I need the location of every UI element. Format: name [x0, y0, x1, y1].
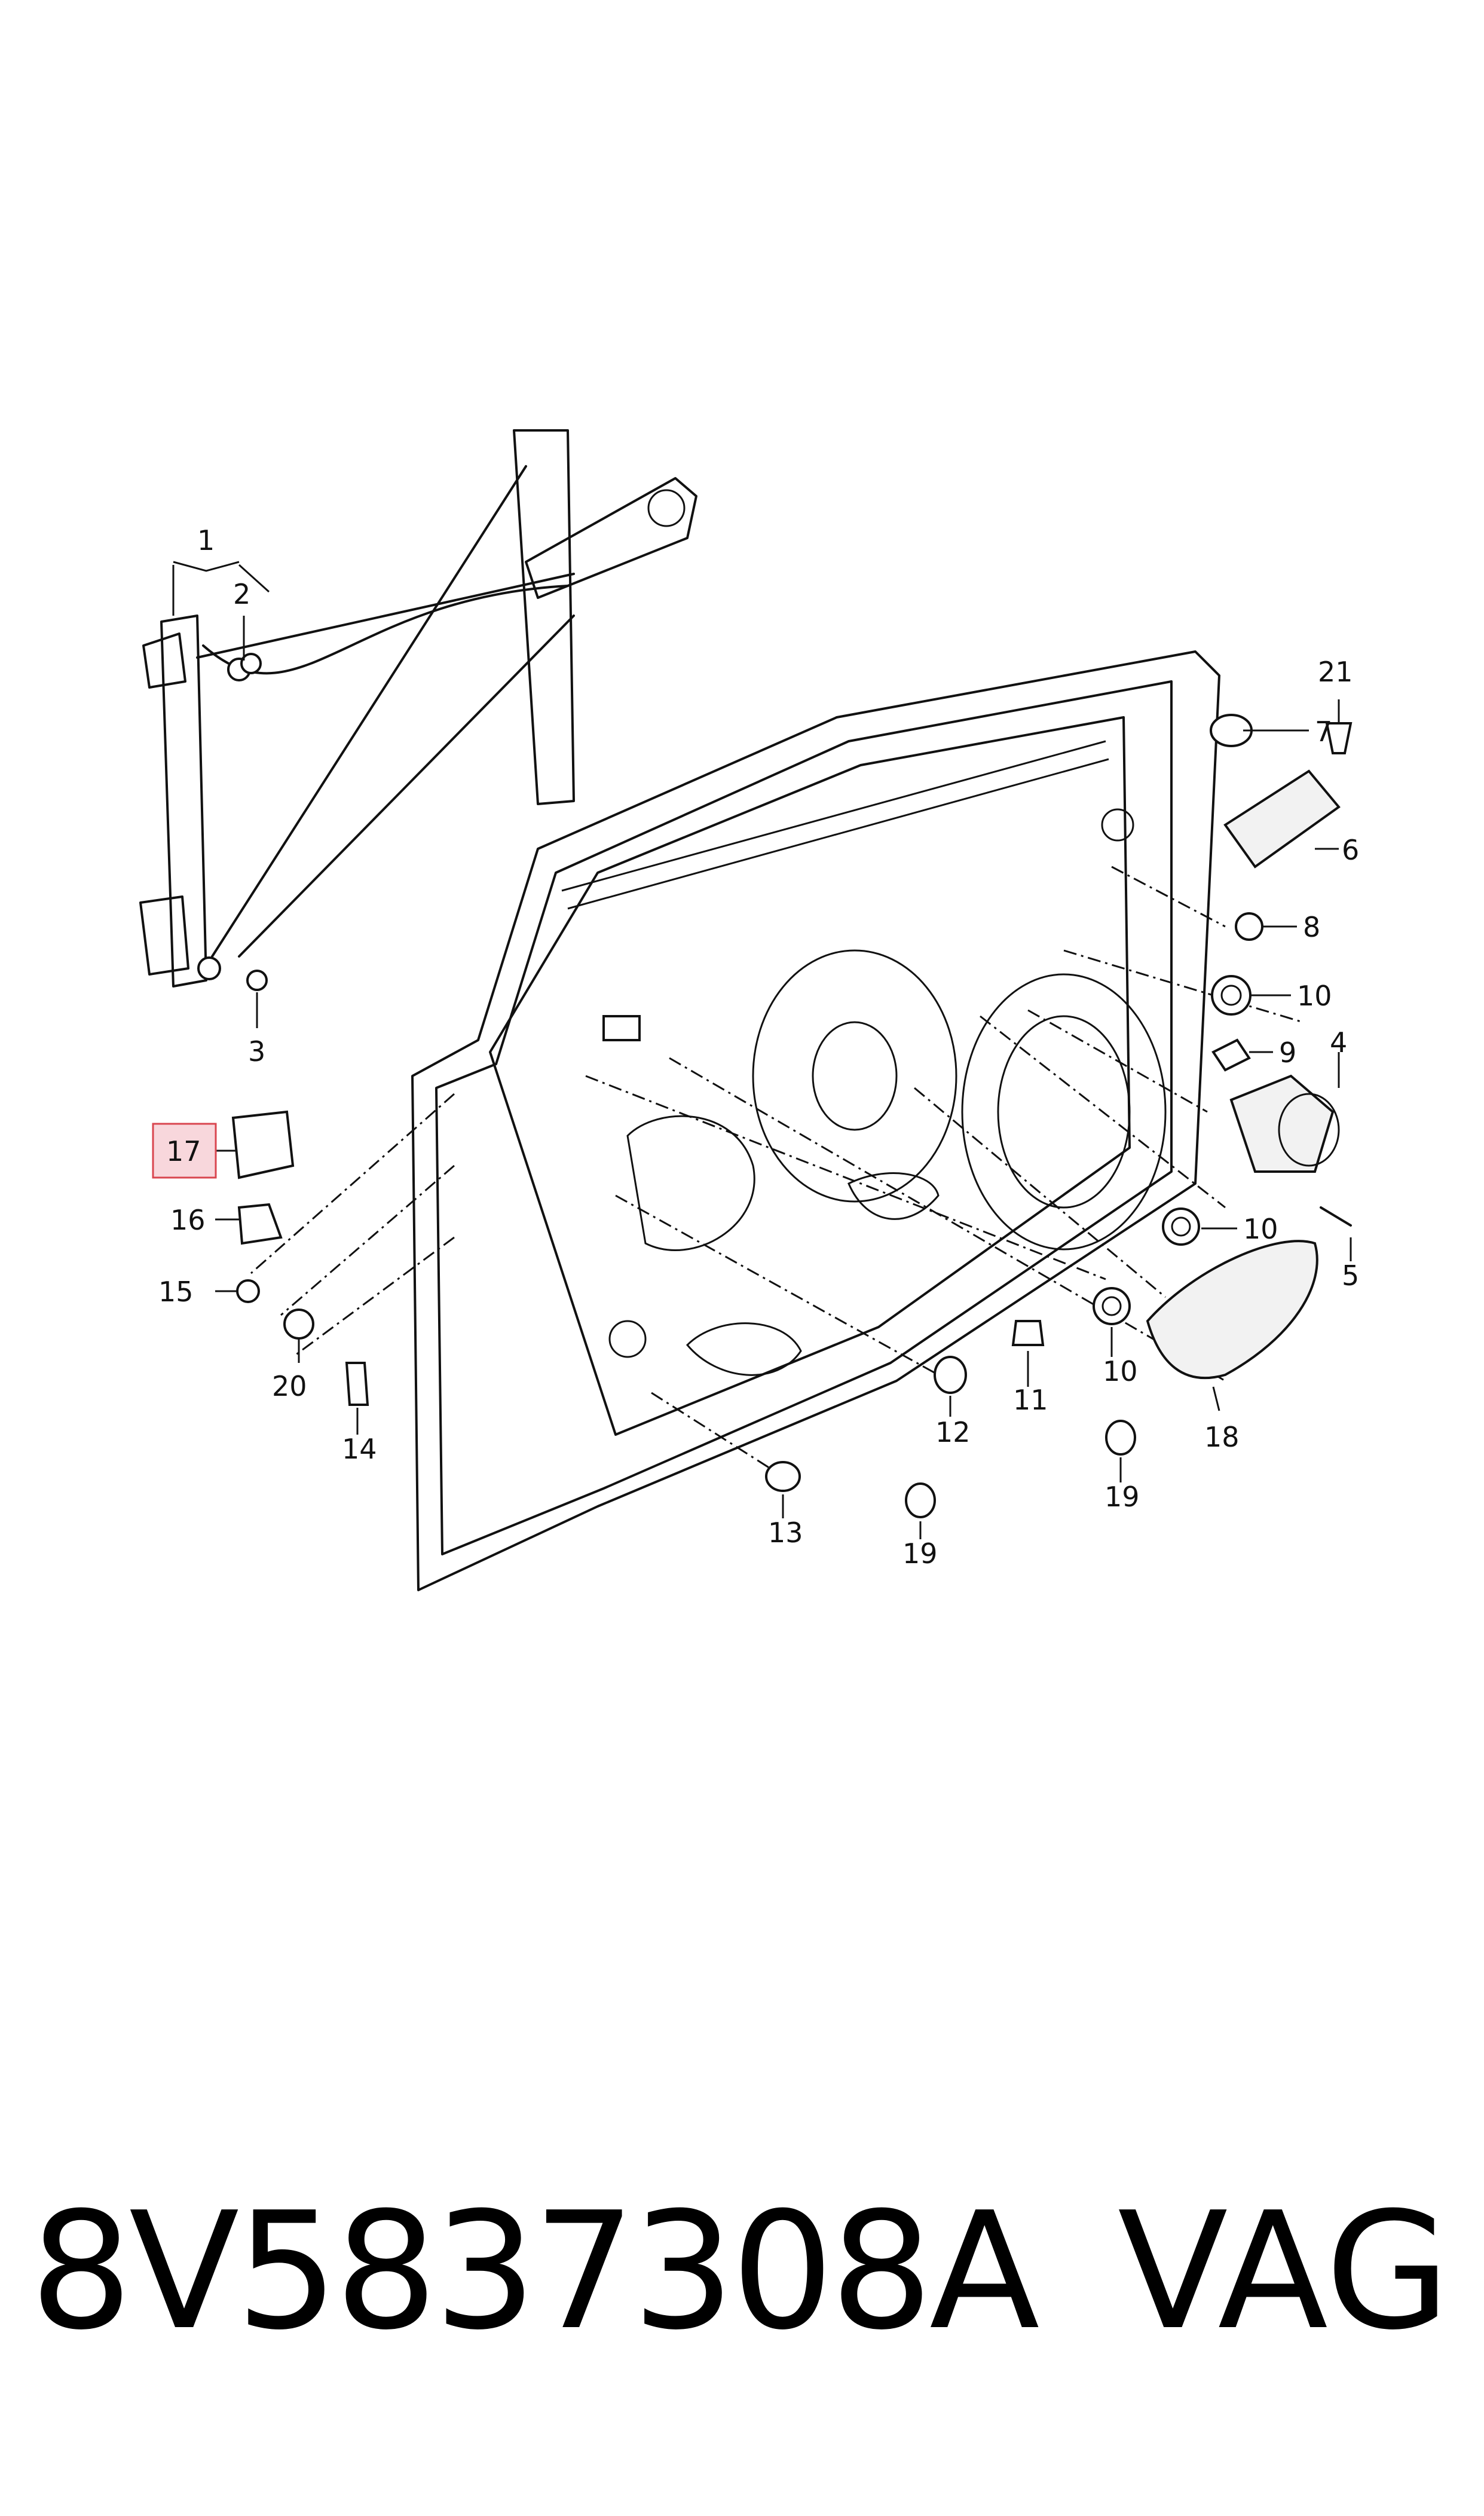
callout-13: 13 [768, 1517, 803, 1549]
callout-10-c: 10 [1103, 1355, 1138, 1387]
callout-3: 3 [248, 1035, 265, 1068]
footer: 8V5837308A VAG [30, 2176, 1452, 2367]
callout-19-b: 19 [902, 1537, 938, 1570]
callout-11: 11 [1013, 1384, 1048, 1416]
callout-10-b: 10 [1243, 1213, 1278, 1245]
assembly-lines [250, 866, 1304, 1478]
callout-14: 14 [342, 1433, 377, 1465]
callout-5: 5 [1342, 1259, 1359, 1292]
callout-6: 6 [1342, 834, 1359, 866]
callout-4: 4 [1330, 1026, 1347, 1059]
callout-10-a: 10 [1297, 980, 1332, 1012]
part-number: 8V5837308A [30, 2177, 1040, 2365]
callout-21: 21 [1318, 656, 1353, 688]
callout-19-a: 19 [1104, 1481, 1140, 1513]
small-parts [231, 653, 1353, 1518]
callout-labels: 1 2 3 7 21 6 8 10 9 4 10 5 18 10 11 12 1… [158, 524, 1359, 1570]
callout-1: 1 [197, 524, 215, 557]
callout-17-highlight [152, 1123, 217, 1179]
door-panel [411, 650, 1220, 1591]
window-regulator [139, 429, 697, 988]
callout-16: 16 [170, 1204, 206, 1236]
callout-leaders [172, 561, 1352, 1539]
callout-12: 12 [935, 1416, 971, 1448]
callout-15: 15 [158, 1276, 194, 1308]
brand-label: VAG [1118, 2177, 1451, 2365]
callout-2: 2 [233, 578, 250, 610]
callout-8: 8 [1303, 911, 1320, 943]
callout-17: 17 [166, 1135, 201, 1167]
callout-9: 9 [1279, 1037, 1296, 1069]
callout-18: 18 [1204, 1421, 1240, 1453]
callout-20: 20 [272, 1370, 307, 1402]
callout-7: 7 [1315, 716, 1332, 748]
